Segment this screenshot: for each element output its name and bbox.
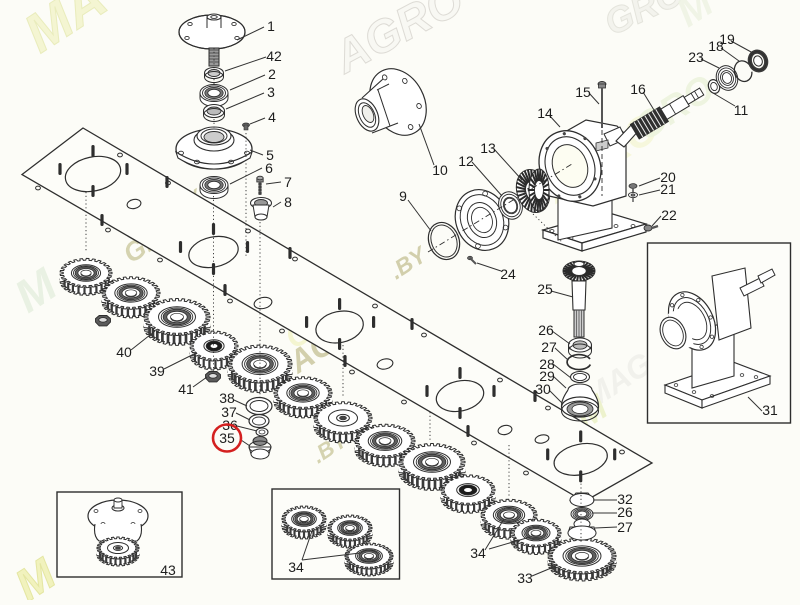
svg-text:19: 19: [719, 31, 735, 47]
svg-text:38: 38: [219, 390, 235, 406]
svg-text:40: 40: [116, 344, 132, 360]
svg-text:20: 20: [660, 169, 676, 185]
svg-text:10: 10: [432, 162, 448, 178]
svg-text:26: 26: [617, 504, 633, 520]
svg-text:16: 16: [630, 81, 646, 97]
svg-text:26: 26: [538, 322, 554, 338]
svg-text:23: 23: [688, 49, 704, 65]
svg-text:43: 43: [160, 562, 176, 578]
svg-text:15: 15: [575, 84, 591, 100]
svg-text:27: 27: [541, 339, 557, 355]
svg-text:29: 29: [539, 368, 555, 384]
svg-text:13: 13: [480, 140, 496, 156]
svg-text:33: 33: [517, 570, 533, 586]
svg-text:5: 5: [266, 147, 274, 163]
svg-text:4: 4: [268, 109, 276, 125]
svg-text:18: 18: [708, 38, 724, 54]
svg-text:12: 12: [458, 153, 474, 169]
svg-text:24: 24: [500, 266, 516, 282]
svg-text:32: 32: [617, 491, 633, 507]
svg-text:34: 34: [288, 559, 304, 575]
svg-text:25: 25: [537, 281, 553, 297]
svg-text:3: 3: [267, 84, 275, 100]
svg-text:6: 6: [265, 160, 273, 176]
svg-text:31: 31: [762, 402, 778, 418]
svg-text:42: 42: [266, 48, 282, 64]
svg-text:39: 39: [149, 363, 165, 379]
svg-text:30: 30: [535, 381, 551, 397]
svg-text:7: 7: [284, 174, 292, 190]
svg-text:2: 2: [268, 66, 276, 82]
svg-text:11: 11: [734, 102, 749, 118]
svg-text:22: 22: [661, 207, 677, 223]
svg-text:37: 37: [221, 404, 237, 420]
svg-text:21: 21: [660, 181, 676, 197]
svg-text:27: 27: [617, 519, 633, 535]
svg-text:14: 14: [537, 105, 553, 121]
svg-text:35: 35: [219, 430, 235, 446]
svg-text:9: 9: [399, 188, 407, 204]
svg-text:1: 1: [267, 18, 275, 34]
svg-text:8: 8: [284, 194, 292, 210]
svg-text:28: 28: [539, 356, 555, 372]
svg-text:41: 41: [178, 381, 194, 397]
svg-text:34: 34: [470, 545, 486, 561]
